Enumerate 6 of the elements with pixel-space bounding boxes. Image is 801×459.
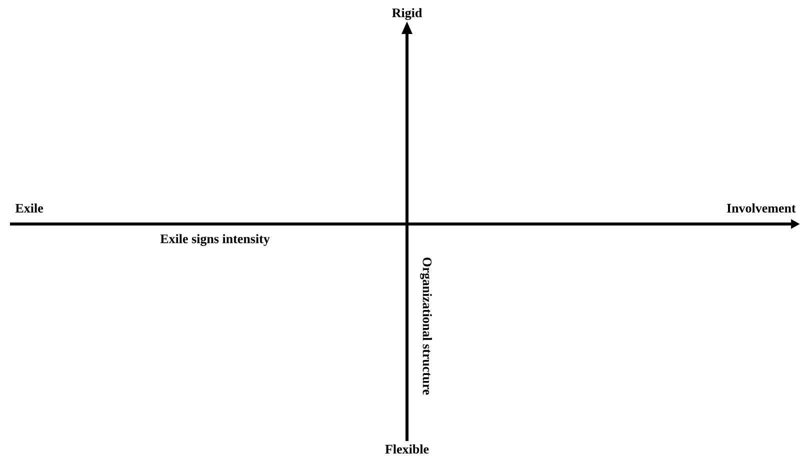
axis-label: Exile	[15, 203, 44, 213]
axis-label: Involvement	[726, 203, 796, 213]
axis-label: Rigid	[392, 8, 422, 20]
axis-label: Flexible	[385, 444, 429, 454]
axis-label: Organizational structure	[420, 258, 432, 395]
axis-label: Exile signs intensity	[160, 234, 270, 246]
